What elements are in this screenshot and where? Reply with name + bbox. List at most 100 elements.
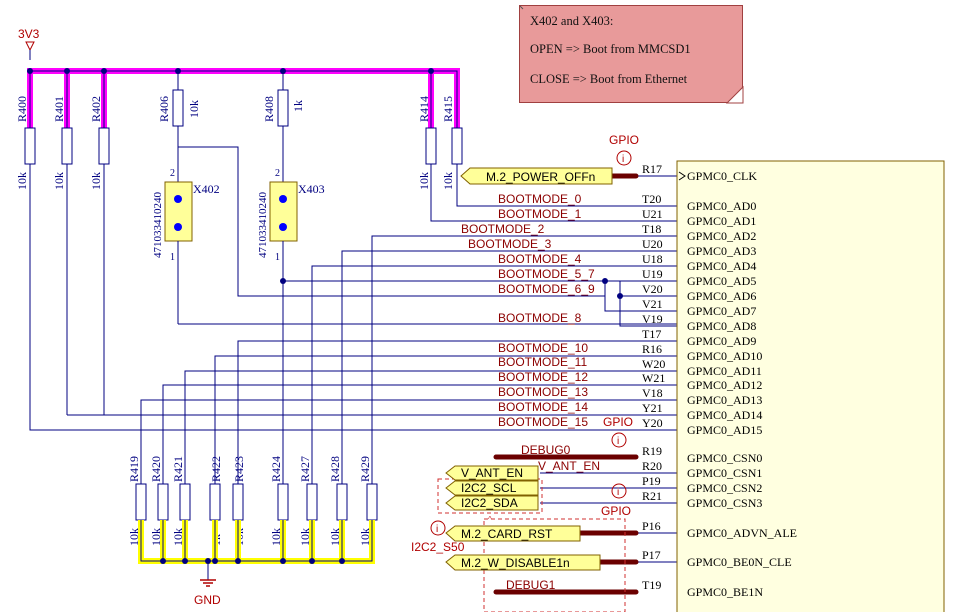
ic-pin-ball: T17	[642, 327, 661, 341]
svg-text:i: i	[617, 436, 619, 447]
ic-pin-ball: T18	[642, 222, 661, 236]
ic-pin-name: GPMC0_CSN2	[687, 481, 762, 495]
net-label: BOOTMODE_3	[468, 237, 552, 251]
ic-pin-ball: U18	[642, 252, 663, 266]
jumper-part-x402: 471033410240	[152, 192, 164, 259]
ic-pin-ball: V21	[642, 297, 663, 311]
ic-pin-name: GPMC0_AD13	[687, 393, 762, 407]
resistor-value-r424: 10k	[269, 528, 283, 546]
ic-pin-ball: R21	[642, 489, 662, 503]
net-label: BOOTMODE_13	[498, 385, 588, 399]
ic-pin-ball: T20	[642, 192, 661, 206]
resistor-ref-r419: R419	[127, 456, 141, 482]
resistor-ref-r401: R401	[52, 96, 66, 122]
svg-text:^: ^	[488, 515, 492, 524]
power-rail-label: 3V3	[18, 27, 40, 41]
bottom-resistors	[135, 483, 378, 521]
ic-pin-ball: V19	[642, 312, 663, 326]
resistor-value-r421: 10k	[171, 528, 185, 546]
jumper-x403: X403 471033410240 2 1	[257, 126, 325, 484]
net-label: BOOTMODE_2	[461, 222, 545, 236]
jumper-ref-x403: X403	[298, 182, 325, 196]
resistor-ref-r428: R428	[328, 456, 342, 482]
resistor-value-r402: 10k	[89, 172, 103, 190]
info-circle-icon	[611, 432, 627, 448]
resistor-ref-r421: R421	[171, 456, 185, 482]
info-circle-icon	[611, 483, 627, 499]
net-label: BOOTMODE_15	[498, 415, 588, 429]
resistor-value-r420: 10k	[149, 528, 163, 546]
jumper-pin1-x403: 1	[275, 252, 280, 263]
port-m2-power-offn: M.2_POWER_OFFn	[486, 170, 595, 184]
resistor-value-r408: 1k	[291, 100, 305, 112]
highlighted-wires	[493, 173, 639, 595]
resistor-value-r415: 10k	[441, 172, 455, 190]
resistor-value-r419: 10k	[127, 528, 141, 546]
resistor-value-r401: 10k	[52, 172, 66, 190]
resistor-value-r406: 10k	[187, 100, 201, 118]
ic-pin-ball: T19	[642, 578, 661, 592]
power-rail-3v3: 3V3	[18, 27, 460, 128]
ic-pin-name: GPMC0_AD8	[687, 319, 756, 333]
marker-gpio-mid: GPIO i i	[603, 415, 633, 499]
ic-pin-name: GPMC0_AD10	[687, 349, 762, 363]
ic-pin-name: GPMC0_CSN0	[687, 451, 762, 465]
ic-pin-ball: R16	[642, 342, 662, 356]
ic-pin-name: GPMC0_AD4	[687, 259, 756, 273]
jumper-part-x403: 471033410240	[257, 192, 269, 259]
ic-pin-name: GPMC0_BE1N	[687, 585, 763, 599]
net-label: BOOTMODE_10	[498, 341, 588, 355]
net-label: BOOTMODE_8	[498, 311, 582, 325]
resistor-ref-r408: R408	[262, 96, 276, 122]
ic-pin-name: GPMC0_CLK	[687, 169, 757, 183]
ic-pin-ball: V20	[642, 282, 663, 296]
net-label: BOOTMODE_4	[498, 252, 582, 266]
resistor-ref-r420: R420	[149, 456, 163, 482]
ic-pin-ball: U19	[642, 267, 663, 281]
resistor-ref-r429: R429	[358, 456, 372, 482]
svg-text:GPIO: GPIO	[603, 415, 633, 429]
info-circle-icon	[430, 520, 446, 536]
resistor-value-r428: 10k	[328, 528, 342, 546]
svg-text:i: i	[436, 524, 438, 535]
ic-pin-name: GPMC0_AD3	[687, 244, 756, 258]
note-line-2: OPEN => Boot from MMCSD1	[530, 42, 691, 56]
ic-pin-name: GPMC0_AD15	[687, 423, 762, 437]
ground-label: GND	[194, 593, 221, 607]
net-label: BOOTMODE_1	[498, 207, 582, 221]
ic-pin-name: GPMC0_AD6	[687, 289, 756, 303]
info-circle-icon	[616, 150, 632, 166]
ic-pin-name: GPMC0_AD1	[687, 214, 756, 228]
resistor-ref-r427: R427	[298, 456, 312, 482]
net-label: BOOTMODE_6_9	[498, 282, 595, 296]
note-line-3: CLOSE => Boot from Ethernet	[530, 72, 688, 86]
jumper-pin2-x403: 2	[275, 168, 280, 179]
ic-pin-name: GPMC0_AD11	[687, 364, 762, 378]
ic-pin-name: GPMC0_AD2	[687, 229, 756, 243]
port-i2c2-scl: I2C2_SCL	[461, 481, 517, 495]
ic-pin-name: GPMC0_AD9	[687, 334, 756, 348]
ic-pin-name: GPMC0_AD5	[687, 274, 756, 288]
ic-gpmc0	[676, 160, 945, 612]
ic-pin-name: GPMC0_BE0N_CLE	[687, 555, 792, 569]
port-m2-w-disable1n: M.2_W_DISABLE1n	[461, 556, 570, 570]
jumper-pin2-x402: 2	[170, 168, 175, 179]
marker-gpio-top: GPIO i	[609, 133, 639, 166]
ic-pin-ball: P17	[642, 548, 661, 562]
resistor-ref-r423: R423	[232, 456, 246, 482]
net-label: BOOTMODE_14	[498, 400, 588, 414]
resistor-ref-r414: R414	[417, 96, 431, 122]
svg-text:i: i	[617, 487, 619, 498]
net-labels: BOOTMODE_0 BOOTMODE_1 BOOTMODE_2 BOOTMOD…	[461, 192, 600, 592]
resistor-value-r427: 10k	[298, 528, 312, 546]
note-line-1: X402 and X403:	[530, 14, 614, 28]
net-label-v-ant-en: V_ANT_EN	[538, 459, 600, 473]
jumper-x402: X402 471033410240 2 1	[152, 126, 220, 324]
ic-pin-name: GPMC0_AD7	[687, 304, 756, 318]
port-v-ant-en: V_ANT_EN	[461, 466, 523, 480]
jumper-ref-x402: X402	[193, 182, 220, 196]
ic-pin-ball: Y21	[642, 401, 663, 415]
svg-text:GPIO: GPIO	[609, 133, 639, 147]
